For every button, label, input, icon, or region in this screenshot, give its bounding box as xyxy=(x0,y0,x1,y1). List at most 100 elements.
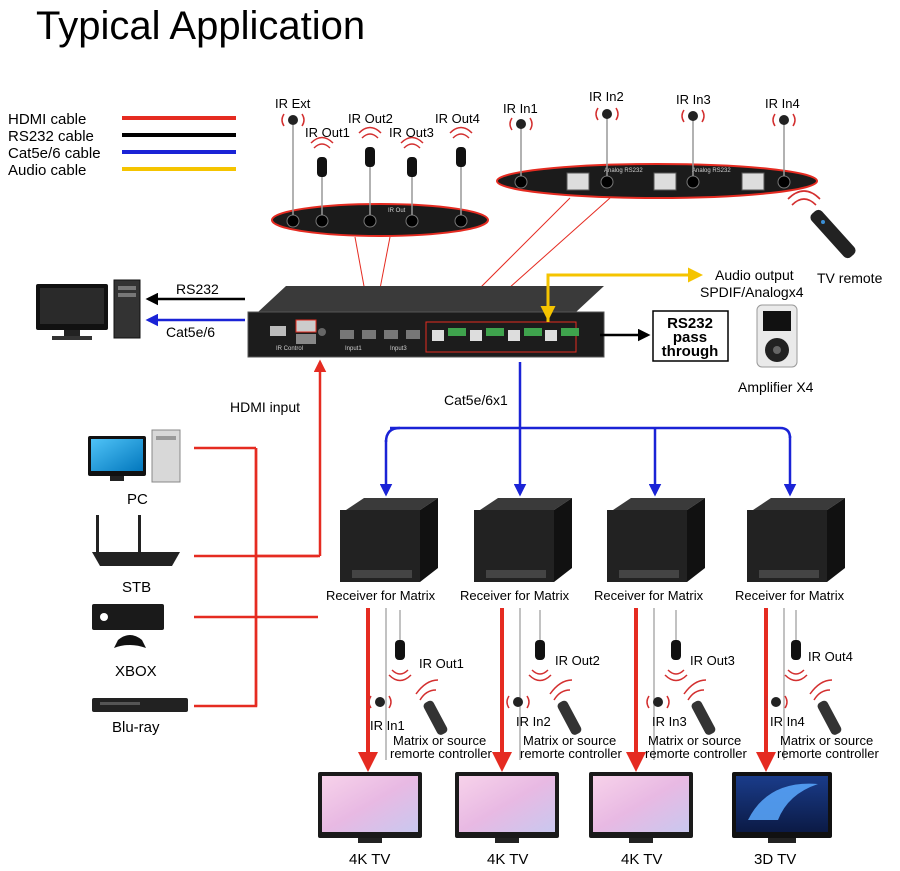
receiver-2-remote-line2: remorte controller xyxy=(520,746,623,761)
receiver-3-ir-out-label: IR Out3 xyxy=(690,653,735,668)
tv-2-label: 4K TV xyxy=(487,851,528,868)
page-title: Typical Application xyxy=(36,4,365,48)
tv-4k-icon xyxy=(318,772,422,843)
ir-emitter-icon xyxy=(358,126,382,167)
receiver-3-remote-line2: remorte controller xyxy=(645,746,748,761)
remote-control-icon xyxy=(423,700,448,735)
receiver-1-remote-line1: Matrix or source xyxy=(393,733,486,748)
rs232-link-label: RS232 xyxy=(176,281,219,297)
receiver-1-ir-in-label: IR In1 xyxy=(370,718,405,733)
ir-receiver-icon xyxy=(288,115,298,125)
ir-in-panel: Analog RS232 Analog RS232 IR In1 IR In2 … xyxy=(496,89,818,199)
ir-emitter-icon xyxy=(671,640,681,660)
ir-out-panel: IR Out IR Ext IR Out1 IR Out2 IR Out3 xyxy=(271,96,489,237)
ir-emitter-icon xyxy=(310,136,334,177)
ir-receiver-icon xyxy=(509,117,533,131)
pc-icon xyxy=(88,429,181,483)
receiver-3-label: Receiver for Matrix xyxy=(594,588,704,603)
receiver-1 xyxy=(340,498,438,582)
svg-text:IR Control: IR Control xyxy=(276,346,303,352)
tv-remote-icon xyxy=(787,190,856,259)
audio-format-label: SPDIF/Analogx4 xyxy=(700,284,804,300)
rs232-box-line3: through xyxy=(662,343,719,360)
receiver-ir-group-2 xyxy=(506,610,582,735)
hdmi-input-label: HDMI input xyxy=(230,399,300,415)
receiver-ir-group-4 xyxy=(764,610,842,735)
tv-3d-icon xyxy=(732,772,832,843)
receiver-3-ir-in-label: IR In3 xyxy=(652,714,687,729)
ir-receiver-icon xyxy=(375,697,385,707)
receiver-2-ir-in-label: IR In2 xyxy=(516,714,551,729)
ir-ext-label: IR Ext xyxy=(275,96,311,111)
source-stb-label: STB xyxy=(122,579,151,596)
cat-distribution xyxy=(379,362,797,497)
tv-3-label: 4K TV xyxy=(621,851,662,868)
legend-audio-label: Audio cable xyxy=(8,162,86,179)
svg-text:Analog RS232: Analog RS232 xyxy=(604,168,643,174)
tv-4k-icon xyxy=(455,772,559,843)
amplifier-label: Amplifier X4 xyxy=(738,379,814,395)
ir-emitter-icon xyxy=(535,640,545,660)
ir-receiver-icon xyxy=(681,109,705,123)
tv-1-label: 4K TV xyxy=(349,851,390,868)
ir-receiver-icon xyxy=(771,697,781,707)
stb-icon xyxy=(92,515,180,566)
ir-out1-label: IR Out1 xyxy=(305,125,350,140)
rs232-box-line2: pass xyxy=(673,329,707,346)
source-bluray-label: Blu-ray xyxy=(112,719,160,736)
receiver-2-remote-line1: Matrix or source xyxy=(523,733,616,748)
ir-receiver-icon xyxy=(772,113,796,127)
cat-link-label: Cat5e/6 xyxy=(166,324,215,340)
ir-out2-label: IR Out2 xyxy=(348,111,393,126)
rs232-pass-through-box: RS232 pass through xyxy=(652,310,729,362)
ir-out3-label: IR Out3 xyxy=(389,125,434,140)
svg-text:Input3: Input3 xyxy=(390,346,407,352)
receiver-1-ir-out-label: IR Out1 xyxy=(419,656,464,671)
ir-in4-label: IR In4 xyxy=(765,96,800,111)
hdmi-matrix-unit: IR Control Input1 Input3 xyxy=(247,286,605,358)
ir-emitter-icon xyxy=(791,640,801,660)
receiver-output-lines xyxy=(358,608,785,772)
tv-4k-icon xyxy=(589,772,693,843)
svg-text:Analog RS232: Analog RS232 xyxy=(692,168,731,174)
receiver-4-label: Receiver for Matrix xyxy=(735,588,845,603)
receiver-4-remote-line1: Matrix or source xyxy=(780,733,873,748)
receiver-1-remote-line2: remorte controller xyxy=(390,746,493,761)
ir-in2-label: IR In2 xyxy=(589,89,624,104)
receiver-2 xyxy=(474,498,572,582)
receiver-4 xyxy=(747,498,845,582)
receiver-3 xyxy=(607,498,705,582)
remote-control-icon xyxy=(557,700,582,735)
receiver-4-ir-in-label: IR In4 xyxy=(770,714,805,729)
svg-text:Input1: Input1 xyxy=(345,346,362,352)
source-pc-label: PC xyxy=(127,491,148,508)
ir-receiver-icon xyxy=(653,697,663,707)
remote-control-icon xyxy=(817,700,842,735)
tv-4-label: 3D TV xyxy=(754,851,796,868)
receiver-ir-group-3 xyxy=(646,610,716,735)
receiver-2-label: Receiver for Matrix xyxy=(460,588,570,603)
receiver-2-ir-out-label: IR Out2 xyxy=(555,653,600,668)
ir-in3-label: IR In3 xyxy=(676,92,711,107)
tv-remote-label: TV remote xyxy=(817,270,883,286)
ir-receiver-icon xyxy=(513,697,523,707)
amplifier-icon xyxy=(756,304,798,368)
computer-icon xyxy=(36,279,141,340)
ir-in1-label: IR In1 xyxy=(503,101,538,116)
svg-text:IR Out: IR Out xyxy=(388,208,406,214)
legend-rs232-label: RS232 cable xyxy=(8,128,94,145)
receiver-4-ir-out-label: IR Out4 xyxy=(808,649,853,664)
rs232-box-line1: RS232 xyxy=(667,315,713,332)
receiver-4-remote-line2: remorte controller xyxy=(777,746,880,761)
bluray-icon xyxy=(92,698,188,712)
cat-link-count-label: Cat5e/6x1 xyxy=(444,392,508,408)
ir-emitter-icon xyxy=(449,126,473,167)
ir-emitter-icon xyxy=(400,136,424,177)
ir-out4-label: IR Out4 xyxy=(435,111,480,126)
xbox-icon xyxy=(92,604,164,648)
legend: HDMI cable RS232 cable Cat5e/6 cable Aud… xyxy=(8,111,236,179)
receiver-3-remote-line1: Matrix or source xyxy=(648,733,741,748)
receiver-1-label: Receiver for Matrix xyxy=(326,588,436,603)
receiver-ir-group-1 xyxy=(368,610,448,735)
